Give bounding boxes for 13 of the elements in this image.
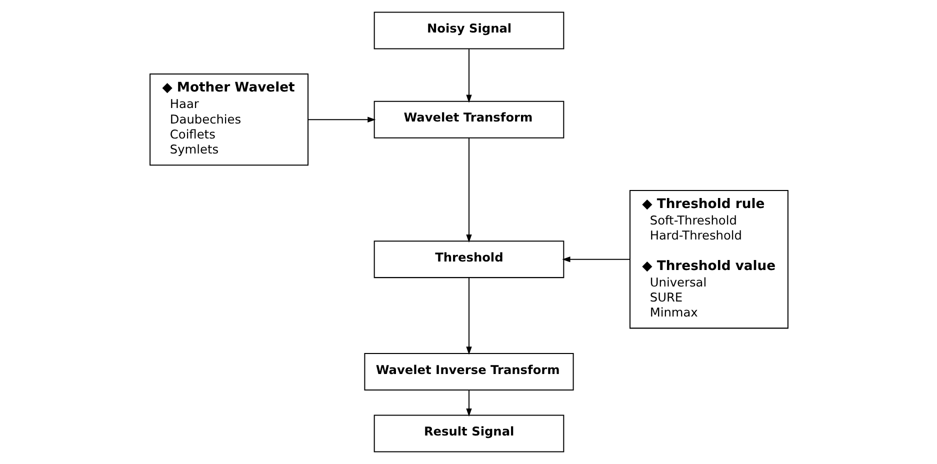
- node-box: Result Signal: [373, 414, 564, 452]
- arrow: [466, 390, 472, 417]
- arrow: [308, 116, 376, 122]
- arrow: [562, 256, 630, 262]
- node-box: ◆ Threshold rule Soft-Threshold Hard-Threshold ◆ Threshold value Universal SURE Minmax: [628, 190, 788, 329]
- node-box: ◆ Mother Wavelet Haar Daubechies Coiflets Symlets: [149, 74, 308, 166]
- node-box: Noisy Signal: [373, 12, 564, 50]
- arrow: [466, 49, 472, 103]
- arrow: [466, 278, 472, 355]
- node-box: Wavelet Transform: [373, 100, 564, 138]
- node-box: Threshold: [373, 240, 564, 278]
- arrow: [466, 138, 472, 243]
- node-box: Wavelet Inverse Transform: [364, 353, 574, 390]
